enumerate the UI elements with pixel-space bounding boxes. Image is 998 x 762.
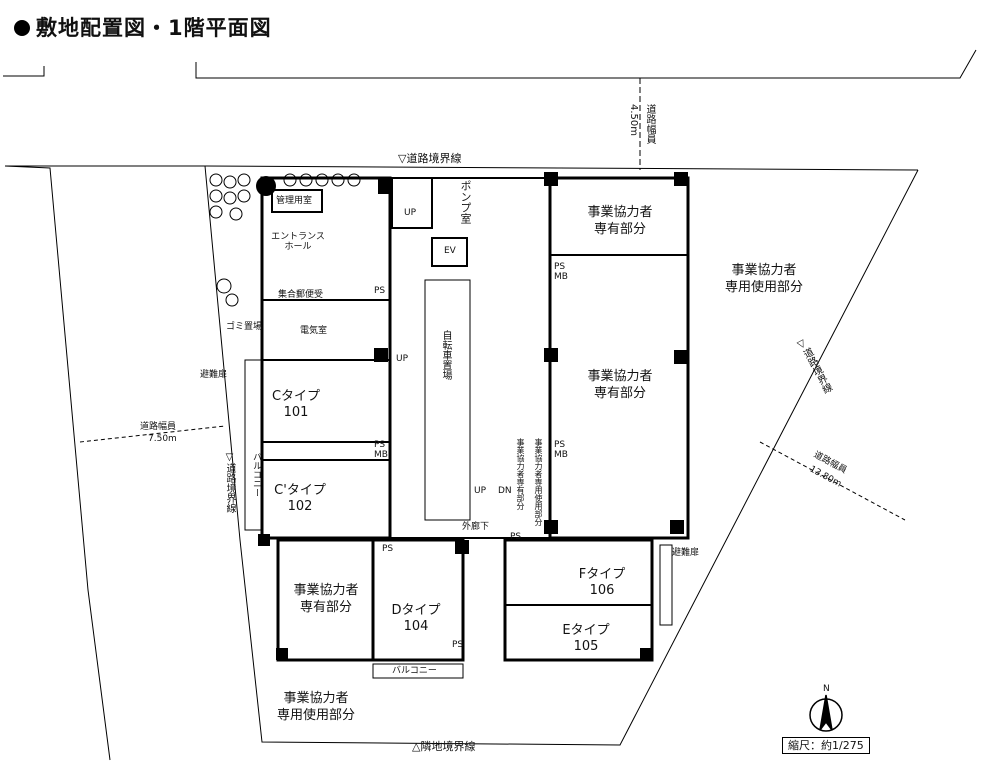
ps-label-6: PS xyxy=(510,532,522,542)
mb-label-3: MB xyxy=(554,272,568,282)
road-width-top: 道路幅員 xyxy=(644,104,655,144)
partner-exclusive-top-l2: 専有部分 xyxy=(593,222,647,237)
ps-label-1: PS xyxy=(374,286,386,296)
unit-c-type: Cタイプ xyxy=(271,389,321,404)
evac-door-left: 避難扉 xyxy=(200,370,228,380)
road-width-top-value: 4.50m xyxy=(628,104,639,137)
partner-exclusive-mid-l1: 事業協力者 xyxy=(587,369,653,384)
mb-label-2: MB xyxy=(554,450,568,460)
road-boundary-top: ▽道路境界線 xyxy=(398,152,462,165)
unit-c-number: 101 xyxy=(283,405,309,420)
up-label-3: UP xyxy=(474,486,487,496)
up-label-1: UP xyxy=(404,208,417,218)
unit-d-type: Dタイプ xyxy=(391,603,441,618)
ps-label-5: PS xyxy=(382,544,394,554)
corridor-label: 外廊下 xyxy=(462,522,490,532)
north-label: N xyxy=(823,684,830,694)
evac-door-right: 避難扉 xyxy=(672,548,700,558)
bicycle-parking-label: 自転車置場 xyxy=(440,330,451,380)
partner-exclusive-small: 事業協力者専有部分 xyxy=(516,438,525,510)
partner-use-right-l2: 専用使用部分 xyxy=(724,280,804,295)
bullet-icon xyxy=(14,20,30,36)
entrance-hall-label: エントランスホール xyxy=(271,232,325,252)
unit-d-number: 104 xyxy=(403,619,429,634)
electric-room-label: 電気室 xyxy=(300,326,328,336)
unit-f-type: Fタイプ xyxy=(578,567,626,582)
garbage-label: ゴミ置場 xyxy=(226,322,263,332)
unit-f-number: 106 xyxy=(589,583,615,598)
ps-label-2: PS xyxy=(374,440,386,450)
partner-use-bottom-l2: 専用使用部分 xyxy=(276,708,356,723)
ps-label-4: PS xyxy=(554,262,566,272)
partner-exclusive-top-l1: 事業協力者 xyxy=(587,205,653,220)
page-title: 敷地配置図・1階平面図 xyxy=(14,12,272,42)
mb-label-1: MB xyxy=(374,450,388,460)
partner-use-small: 事業協力者専用使用部分 xyxy=(534,438,543,526)
pump-room-label: ポンプ室 xyxy=(459,180,472,224)
balcony-bottom: バルコニー xyxy=(392,666,437,676)
road-width-left: 道路幅員 xyxy=(140,422,177,432)
admin-room-label: 管理用室 xyxy=(276,196,313,206)
unit-c2-type: C'タイプ xyxy=(274,483,326,498)
partner-exclusive-bottom-l1: 事業協力者 xyxy=(293,583,359,598)
unit-e-number: 105 xyxy=(573,639,599,654)
scale-label: 縮尺：約1/275 xyxy=(782,737,870,754)
balcony-left: バルコニー xyxy=(251,452,261,497)
road-width-left-value: 7.50m xyxy=(148,434,177,444)
road-boundary-left: ▽道路境界線 xyxy=(224,452,235,513)
unit-c2-number: 102 xyxy=(287,499,313,514)
partner-exclusive-mid-l2: 専有部分 xyxy=(593,386,647,401)
ps-label-3: PS xyxy=(554,440,566,450)
ev-label: EV xyxy=(444,246,456,256)
neighbor-boundary: △隣地境界線 xyxy=(412,740,476,753)
unit-e-type: Eタイプ xyxy=(562,623,610,638)
page-title-text: 敷地配置図・1階平面図 xyxy=(36,16,272,40)
north-arrow-icon xyxy=(809,694,843,732)
partner-exclusive-bottom-l2: 専有部分 xyxy=(299,600,353,615)
mailbox-label: 集合郵便受 xyxy=(278,290,324,300)
dn-label: DN xyxy=(498,486,512,496)
ps-label-7: PS xyxy=(452,640,464,650)
up-label-2: UP xyxy=(396,354,409,364)
partner-use-right-l1: 事業協力者 xyxy=(731,263,797,278)
partner-use-bottom-l1: 事業協力者 xyxy=(283,691,349,706)
